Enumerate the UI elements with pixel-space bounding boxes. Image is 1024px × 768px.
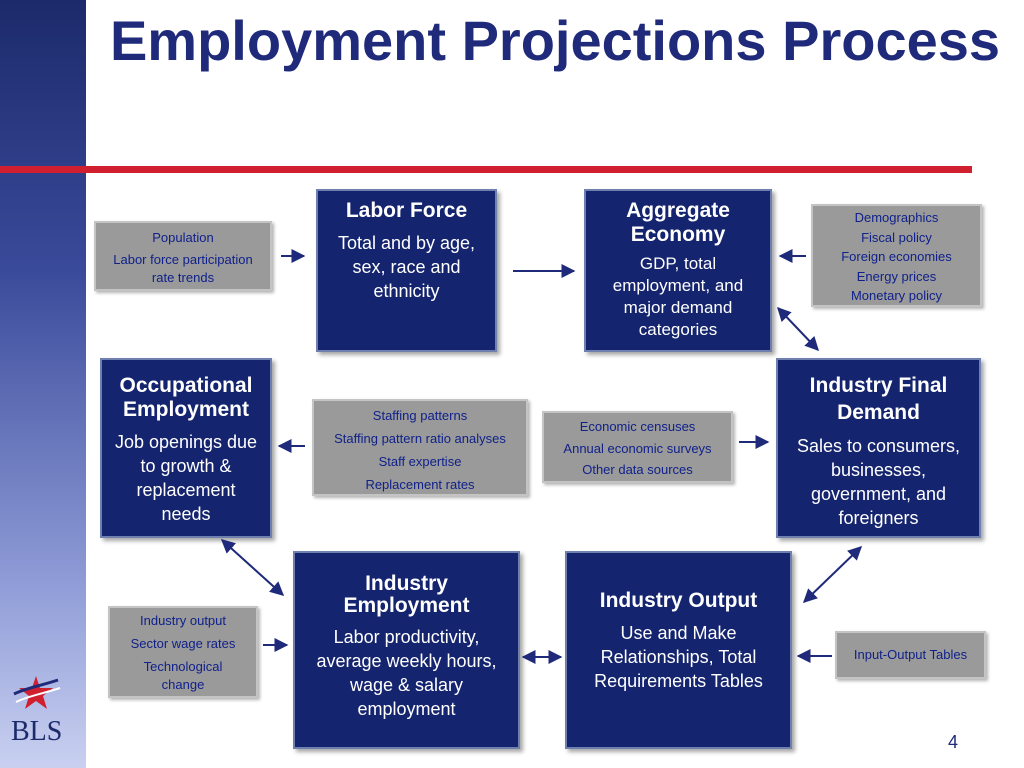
- input-item: Replacement rates: [365, 477, 475, 492]
- input-item: Staff expertise: [378, 454, 462, 469]
- bls-star-icon: BLS: [11, 676, 62, 747]
- economic-drivers-inputs: Demographics Fiscal policy Foreign econo…: [811, 204, 982, 307]
- bls-logo-text: BLS: [11, 716, 62, 747]
- bls-logo: BLS: [8, 672, 78, 752]
- input-item: Technological change: [143, 659, 223, 692]
- population-inputs: Population Labor force participation rat…: [94, 221, 272, 291]
- title-divider: [0, 166, 972, 173]
- industry-employment-title: Industry Employment: [343, 572, 470, 617]
- input-item: Industry output: [140, 613, 226, 628]
- occupational-employment-body: Job openings due to growth & replacement…: [114, 432, 258, 524]
- occupational-employment-title: Occupational Employment: [119, 374, 253, 421]
- input-item: Foreign economies: [841, 249, 952, 264]
- arrow-final-demand-output: [802, 546, 863, 603]
- input-item: Other data sources: [582, 462, 693, 477]
- industry-final-demand-body: Sales to consumers, businesses, governme…: [796, 436, 961, 528]
- industry-inputs: Industry output Sector wage rates Techno…: [108, 606, 258, 698]
- occupational-employment-box: Occupational Employment Job openings due…: [100, 358, 272, 538]
- input-item: Energy prices: [856, 268, 937, 284]
- industry-output-title: Industry Output: [599, 589, 758, 612]
- io-tables-input: Input-Output Tables: [835, 631, 986, 679]
- aggregate-economy-body: GDP, total employment, and major demand …: [612, 254, 744, 339]
- sidebar-gradient: [0, 0, 86, 768]
- input-item: Staffing patterns: [372, 408, 468, 423]
- input-item: Monetary policy: [850, 288, 943, 303]
- labor-force-body: Total and by age, sex, race and ethnicit…: [337, 233, 476, 301]
- input-item: Demographics: [854, 210, 939, 225]
- input-item: Economic censuses: [579, 419, 696, 434]
- industry-output-box: Industry Output Use and Make Relationshi…: [565, 551, 792, 749]
- industry-output-body: Use and Make Relationships, Total Requir…: [594, 623, 763, 691]
- industry-employment-body: Labor productivity, average weekly hours…: [316, 627, 497, 719]
- aggregate-economy-title: Aggregate Economy: [626, 199, 730, 246]
- census-inputs: Economic censuses Annual economic survey…: [542, 411, 733, 483]
- aggregate-economy-box: Aggregate Economy GDP, total employment,…: [584, 189, 772, 352]
- industry-final-demand-title: Industry Final Demand: [809, 374, 948, 424]
- labor-force-box: Labor Force Total and by age, sex, race …: [316, 189, 497, 352]
- labor-force-title: Labor Force: [345, 199, 468, 222]
- input-item: Fiscal policy: [861, 229, 932, 245]
- staffing-inputs: Staffing patterns Staffing pattern ratio…: [312, 399, 528, 496]
- input-item: Sector wage rates: [130, 636, 236, 651]
- slide-title: Employment Projections Process: [109, 9, 1001, 72]
- industry-final-demand-box: Industry Final Demand Sales to consumers…: [776, 358, 981, 538]
- page-number: 4: [948, 732, 959, 752]
- input-item: Labor force participation rate trends: [113, 252, 253, 285]
- input-item: Staffing pattern ratio analyses: [334, 431, 506, 446]
- input-item: Input-Output Tables: [853, 647, 968, 662]
- input-item: Annual economic surveys: [563, 440, 712, 456]
- industry-employment-box: Industry Employment Labor productivity, …: [293, 551, 520, 749]
- arrow-occupational-employment: [220, 539, 285, 596]
- arrow-aggregate-final-demand: [777, 306, 819, 352]
- input-item: Population: [152, 230, 214, 245]
